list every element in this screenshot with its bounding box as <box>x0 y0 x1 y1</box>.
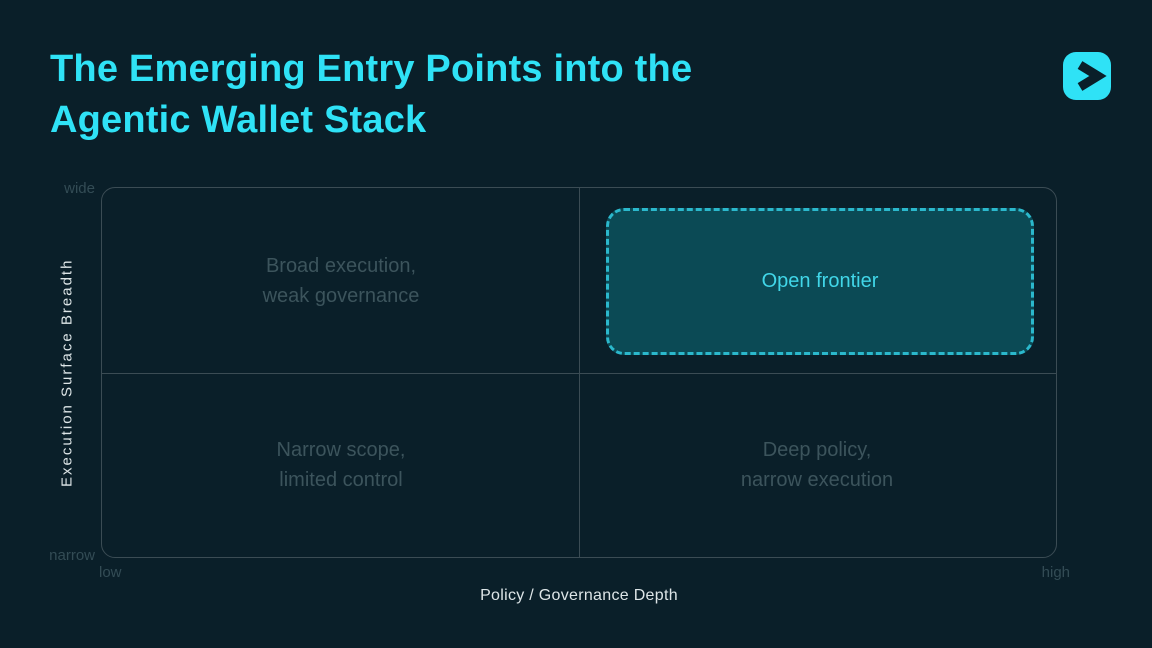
quadrant-grid: wide narrow low high Broad execution, we… <box>49 180 1070 581</box>
open-frontier-box: Open frontier <box>606 208 1034 355</box>
y-axis-title: Execution Surface Breadth <box>58 258 76 487</box>
page-title-line2: Agentic Wallet Stack <box>50 99 427 141</box>
x-axis-title: Policy / Governance Depth <box>480 587 678 604</box>
page-title-line1: The Emerging Entry Points into the <box>50 48 693 90</box>
brand-logo <box>1063 52 1111 100</box>
quadrant-label: Narrow scope, limited control <box>276 438 406 491</box>
x-axis-max-label: high <box>1041 564 1070 581</box>
quadrant-top-left: Broad execution, weak governance <box>102 188 580 373</box>
horizontal-divider <box>102 372 1056 374</box>
quadrant-bottom-left: Narrow scope, limited control <box>102 372 580 557</box>
quadrant-label: Deep policy, narrow execution <box>740 438 894 491</box>
quadrant-bottom-right: Deep policy, narrow execution <box>578 372 1056 557</box>
y-axis-min-label: narrow <box>49 547 95 564</box>
x-axis-min-label: low <box>99 564 122 581</box>
quadrant-label: Broad execution, weak governance <box>262 254 420 307</box>
open-frontier-label: Open frontier <box>761 270 879 292</box>
chevron-right-icon <box>1077 61 1107 91</box>
y-axis-max-label: wide <box>64 180 95 197</box>
page-title: The Emerging Entry Points into the Agent… <box>50 44 692 146</box>
